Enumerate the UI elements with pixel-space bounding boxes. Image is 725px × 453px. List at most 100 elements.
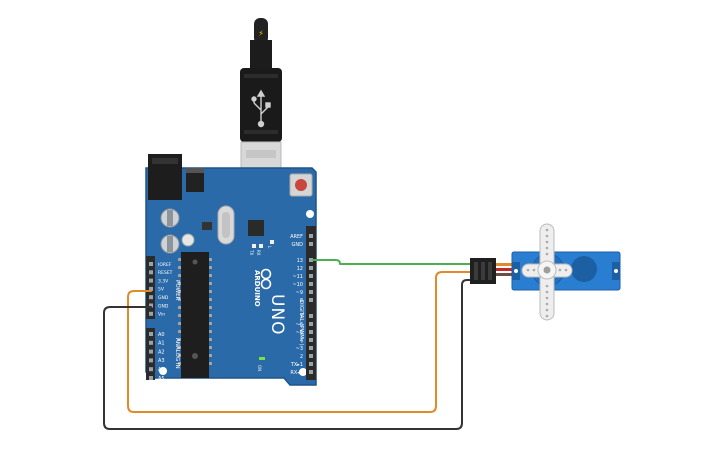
tx-label: TX <box>249 249 254 255</box>
pin-label: A0 <box>158 332 165 338</box>
pin-label: GND <box>158 295 169 301</box>
pin-socket[interactable] <box>149 376 153 380</box>
pin-label: 5V <box>158 287 165 293</box>
pin-socket[interactable] <box>149 303 153 308</box>
pin-label: 12 <box>297 266 303 272</box>
pin-socket[interactable] <box>309 266 313 270</box>
pin-label: RX◂0 <box>290 370 303 376</box>
pin-socket[interactable] <box>149 295 153 300</box>
pin-socket[interactable] <box>309 370 313 374</box>
pin-label: ~11 <box>292 274 303 280</box>
rx-label: RX <box>256 250 261 256</box>
mounting-hole <box>159 367 167 375</box>
pin-label: ~3 <box>296 346 303 352</box>
servo-horn[interactable] <box>521 223 573 321</box>
pin-socket[interactable] <box>309 282 313 286</box>
pin-label: A2 <box>158 349 165 355</box>
chip-pins <box>178 258 212 365</box>
pin-label: 8 <box>300 298 303 304</box>
pin-socket[interactable] <box>149 270 153 275</box>
pin-socket[interactable] <box>309 258 313 262</box>
mounting-hole <box>299 368 307 376</box>
pin-socket[interactable] <box>309 274 313 278</box>
pin-socket[interactable] <box>149 332 153 336</box>
arduino-logo <box>260 268 272 290</box>
digital-header-title: DIGITAL (PWM~) <box>298 300 304 346</box>
usb-trident-icon <box>251 89 271 128</box>
analog-header <box>146 328 155 380</box>
pin-label: A5 <box>158 376 165 382</box>
pin-label: 7 <box>300 314 303 320</box>
pin-socket[interactable] <box>149 349 153 354</box>
board-pcb <box>145 167 317 386</box>
pin-label: GND <box>292 242 304 248</box>
voltage-regulator <box>186 172 204 192</box>
pin-label: AREF <box>290 234 303 240</box>
pin-socket[interactable] <box>309 290 313 294</box>
wires <box>103 259 473 430</box>
horn-holes <box>526 228 568 318</box>
digital-header <box>306 226 316 380</box>
analog-header-title: ANALOG IN <box>174 338 180 369</box>
pin-socket[interactable] <box>309 346 313 350</box>
signal-wire[interactable] <box>312 259 473 265</box>
pin-socket[interactable] <box>309 362 313 366</box>
tx-led <box>252 244 256 248</box>
ground-wire[interactable] <box>103 279 473 430</box>
rx-led <box>259 244 263 248</box>
pin-socket[interactable] <box>309 234 313 238</box>
servo-power-strand <box>496 268 516 271</box>
l-led <box>270 240 274 244</box>
pin-label: 2 <box>300 354 303 360</box>
power-header-title: POWER <box>174 280 180 301</box>
l-label: L <box>267 246 272 249</box>
pin-label: A3 <box>158 358 165 364</box>
pin-label: GND <box>158 303 169 309</box>
pin-label: ~6 <box>296 322 303 328</box>
pin-socket[interactable] <box>309 354 313 358</box>
arduino-uno-board[interactable]: TX RX L ARDUINO UNO <box>145 154 317 386</box>
pin-socket[interactable] <box>149 262 153 266</box>
servo-signal-strand <box>496 263 516 266</box>
pin-label: Vin <box>158 312 165 318</box>
brand-label: ARDUINO <box>253 270 261 307</box>
pin-socket[interactable] <box>149 286 153 291</box>
pin-socket[interactable] <box>149 340 153 345</box>
pin-socket[interactable] <box>149 367 153 372</box>
usb-interface-chip <box>248 220 264 236</box>
atmega-chip <box>181 252 209 378</box>
pin-label: ~9 <box>296 290 303 296</box>
pin-socket[interactable] <box>309 338 313 342</box>
pin-label: A1 <box>158 341 165 347</box>
mounting-hole <box>306 210 314 218</box>
pin-label: A4 <box>158 367 165 373</box>
usb-cable[interactable]: ⚡ <box>240 18 282 193</box>
usb-cable-strain-relief <box>254 18 268 44</box>
pin-socket[interactable] <box>149 358 153 363</box>
model-label: UNO <box>267 294 287 336</box>
pin-socket[interactable] <box>309 322 313 326</box>
power-wire[interactable] <box>127 271 473 413</box>
pin-socket[interactable] <box>309 298 313 302</box>
pin-socket[interactable] <box>149 278 153 283</box>
usb-power-bolt-icon: ⚡ <box>258 29 264 38</box>
pin-label: ~10 <box>292 282 303 288</box>
pin-socket[interactable] <box>309 242 313 246</box>
reset-button-cap <box>295 179 307 191</box>
pin-socket[interactable] <box>149 311 153 316</box>
small-component <box>181 233 195 247</box>
on-led <box>259 357 265 360</box>
pin-label: 4 <box>300 338 303 344</box>
pin-label: IOREF <box>158 262 172 268</box>
on-label: ON <box>257 365 262 371</box>
micro-servo[interactable] <box>470 223 621 321</box>
pin-socket[interactable] <box>309 314 313 318</box>
pin-label: RESET <box>158 270 173 276</box>
pin-socket[interactable] <box>309 330 313 334</box>
pin-label: ~5 <box>296 330 303 336</box>
usb-cable-boot <box>250 40 272 72</box>
